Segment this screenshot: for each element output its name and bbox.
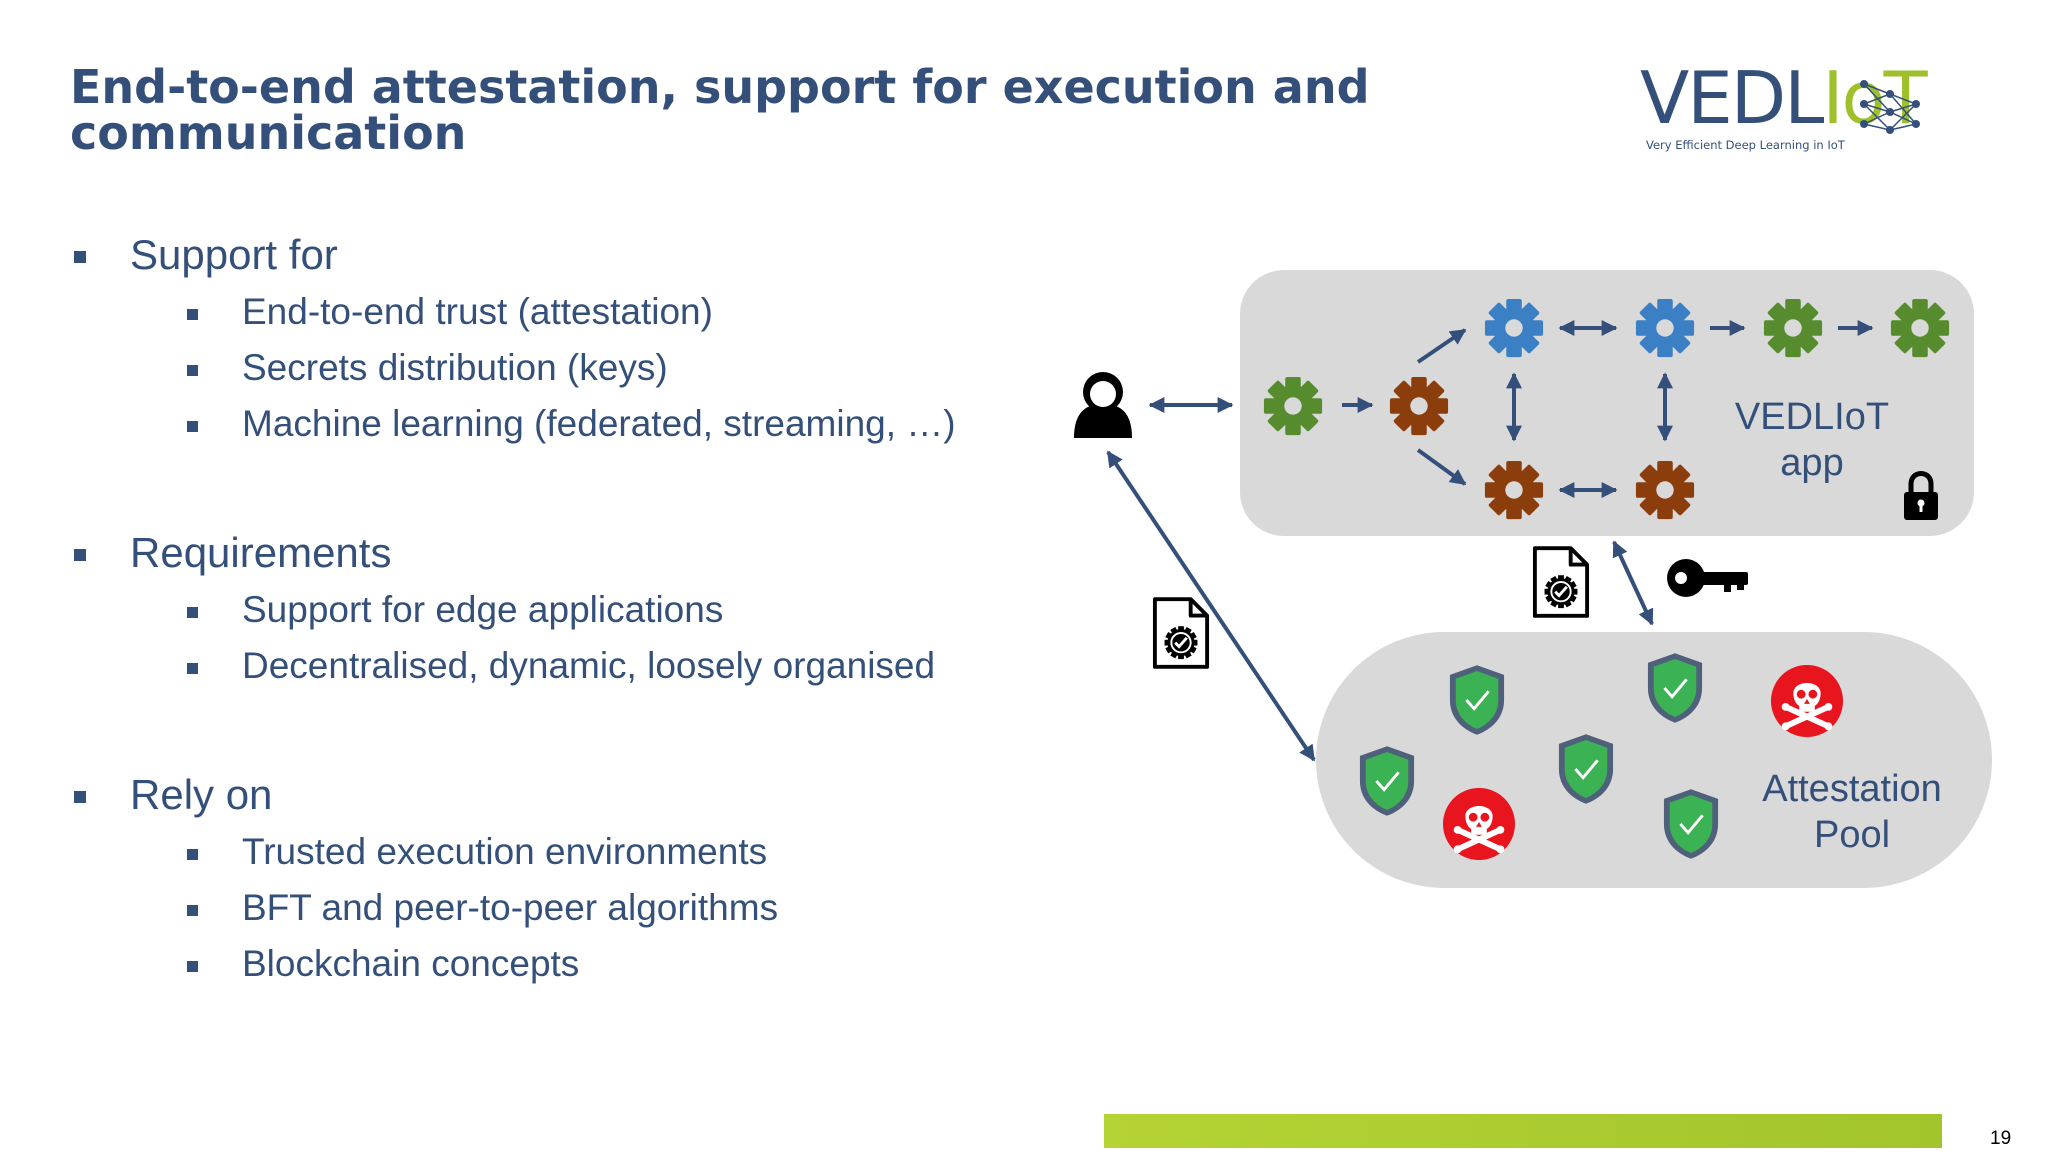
bullet-rely-on: Rely on xyxy=(72,766,1072,824)
sub-bullet: Blockchain concepts xyxy=(72,936,1072,992)
bullet-list: Support for End-to-end trust (attestatio… xyxy=(72,226,1072,992)
gear-icon xyxy=(1263,376,1323,436)
bullet-requirements: Requirements xyxy=(72,524,1072,582)
sub-bullet: Decentralised, dynamic, loosely organise… xyxy=(72,638,1072,694)
pool-label-line1: Attestation xyxy=(1762,768,1942,810)
pool-label: Attestation Pool xyxy=(1742,766,1962,858)
logo-tagline: Very Efficient Deep Learning in IoT xyxy=(1646,138,1845,152)
key-icon xyxy=(1667,559,1748,597)
skull-icon xyxy=(1443,788,1515,860)
gear-icon xyxy=(1763,298,1823,358)
gear-icon xyxy=(1635,460,1695,520)
app-label-line2: app xyxy=(1780,442,1844,484)
sub-bullet: Support for edge applications xyxy=(72,582,1072,638)
gear-icon xyxy=(1635,298,1695,358)
flow-arrow xyxy=(1416,448,1467,486)
pool-label-line2: Pool xyxy=(1813,814,1891,856)
pool-app-arrow xyxy=(1612,540,1654,626)
sub-bullet: BFT and peer-to-peer algorithms xyxy=(72,880,1072,936)
sub-bullet: End-to-end trust (attestation) xyxy=(72,284,1072,340)
sub-bullet: Machine learning (federated, streaming, … xyxy=(72,396,1072,452)
user-pool-arrow xyxy=(1106,450,1316,762)
gear-icon xyxy=(1890,298,1950,358)
user-icon xyxy=(1074,372,1132,438)
gear-icon xyxy=(1484,460,1544,520)
gear-icon xyxy=(1389,376,1449,436)
certificate-document-icon xyxy=(1152,597,1210,669)
slide-title: End-to-end attestation, support for exec… xyxy=(70,60,1370,160)
footer-accent-bar xyxy=(1104,1114,1942,1148)
sub-bullet: Trusted execution environments xyxy=(72,824,1072,880)
flow-arrow xyxy=(1416,328,1467,364)
neural-network-icon xyxy=(1860,80,1920,134)
app-label-line1: VEDLIoT xyxy=(1734,396,1890,438)
app-label: VEDLIoT app xyxy=(1712,394,1912,486)
lock-icon xyxy=(1904,471,1938,520)
vedliot-logo: VEDLIoT Very Efficient Deep Learning in … xyxy=(1640,58,1940,158)
certificate-document-icon xyxy=(1532,546,1590,618)
bullet-support-for: Support for xyxy=(72,226,1072,284)
sub-bullet: Secrets distribution (keys) xyxy=(72,340,1072,396)
logo-text-main: VEDL xyxy=(1640,56,1824,140)
page-number: 19 xyxy=(1990,1128,2012,1149)
gear-icon xyxy=(1484,298,1544,358)
skull-icon xyxy=(1771,665,1843,737)
